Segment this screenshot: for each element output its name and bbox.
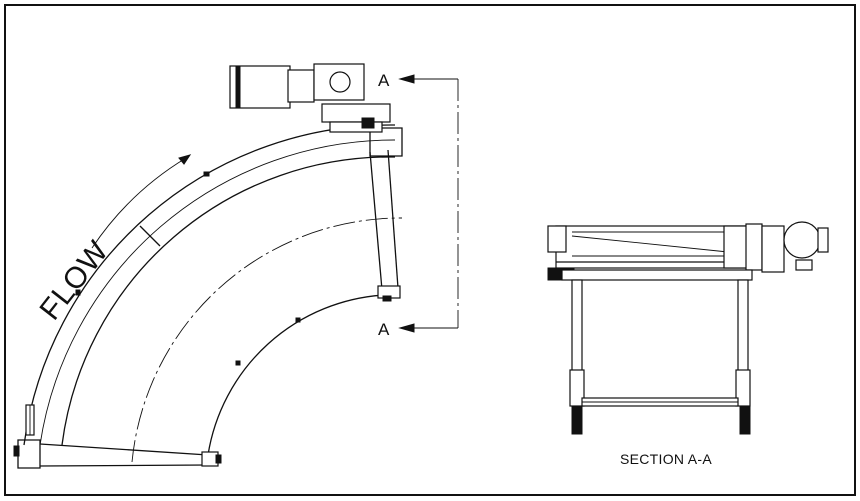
- frame-bolt-4: [295, 317, 301, 323]
- cut-arrow-bottom: [398, 323, 415, 333]
- belt-inner-edge: [207, 294, 386, 456]
- section-drive-bracket: [745, 223, 763, 271]
- section-a-a-view: SECTION A-A: [547, 221, 829, 467]
- belt-slope-line: [571, 235, 729, 253]
- stand-left-pad: [571, 405, 583, 435]
- curve-centerline: [131, 217, 403, 463]
- flow-direction-indicator: FLOW: [34, 154, 192, 327]
- drive-gearbox: [313, 63, 365, 101]
- belt-outer-edge: [61, 156, 396, 446]
- bottom-end-frame: [17, 439, 41, 469]
- bottom-roller-bottom: [39, 464, 209, 467]
- drive-shaft-coupling: [361, 117, 375, 129]
- top-end-frame: [369, 127, 403, 157]
- sheet-border: [4, 4, 856, 496]
- section-motor-drum: [783, 221, 821, 259]
- section-cut-line: A A: [378, 71, 459, 339]
- flow-arrow-arc: [91, 157, 187, 249]
- bottom-inner-end-cap: [215, 454, 222, 464]
- section-gearbox: [761, 225, 785, 273]
- cut-arrow-top: [398, 74, 415, 84]
- section-mark-top: A: [378, 71, 390, 90]
- drive-mount-bracket: [329, 121, 383, 133]
- bottom-outer-end-cap: [13, 445, 20, 457]
- tail-roller-left: [369, 151, 383, 291]
- bed-right-end: [723, 225, 749, 269]
- section-motor-flange: [817, 227, 829, 253]
- frame-bolt-3: [235, 360, 241, 366]
- drive-motor-band: [235, 65, 241, 109]
- outer-frame-arc: [23, 124, 396, 446]
- outer-frame-inner-arc: [39, 139, 396, 446]
- frame-bolt-2: [203, 171, 210, 177]
- bed-frame: [555, 225, 747, 269]
- curve-conveyor-plan-view: [13, 63, 403, 469]
- frame-bolt-1: [75, 289, 81, 296]
- drive-motor-endbell: [287, 69, 315, 103]
- gearbox-output-hub: [329, 71, 351, 93]
- belt-cross-section-line: [139, 225, 161, 247]
- bottom-roller-top: [39, 443, 209, 456]
- flow-label: FLOW: [34, 235, 116, 327]
- section-motor-base: [795, 259, 813, 271]
- section-mark-bottom: A: [378, 320, 390, 339]
- tail-roller-right: [387, 149, 399, 289]
- stand-right-pad: [739, 405, 751, 435]
- bed-left-end: [547, 225, 567, 253]
- flow-arrowhead: [178, 154, 192, 165]
- tail-roller-end-cap: [382, 295, 392, 302]
- section-caption: SECTION A-A: [620, 451, 712, 467]
- drive-guard-plate: [321, 103, 391, 123]
- stand-top-beam: [561, 269, 753, 281]
